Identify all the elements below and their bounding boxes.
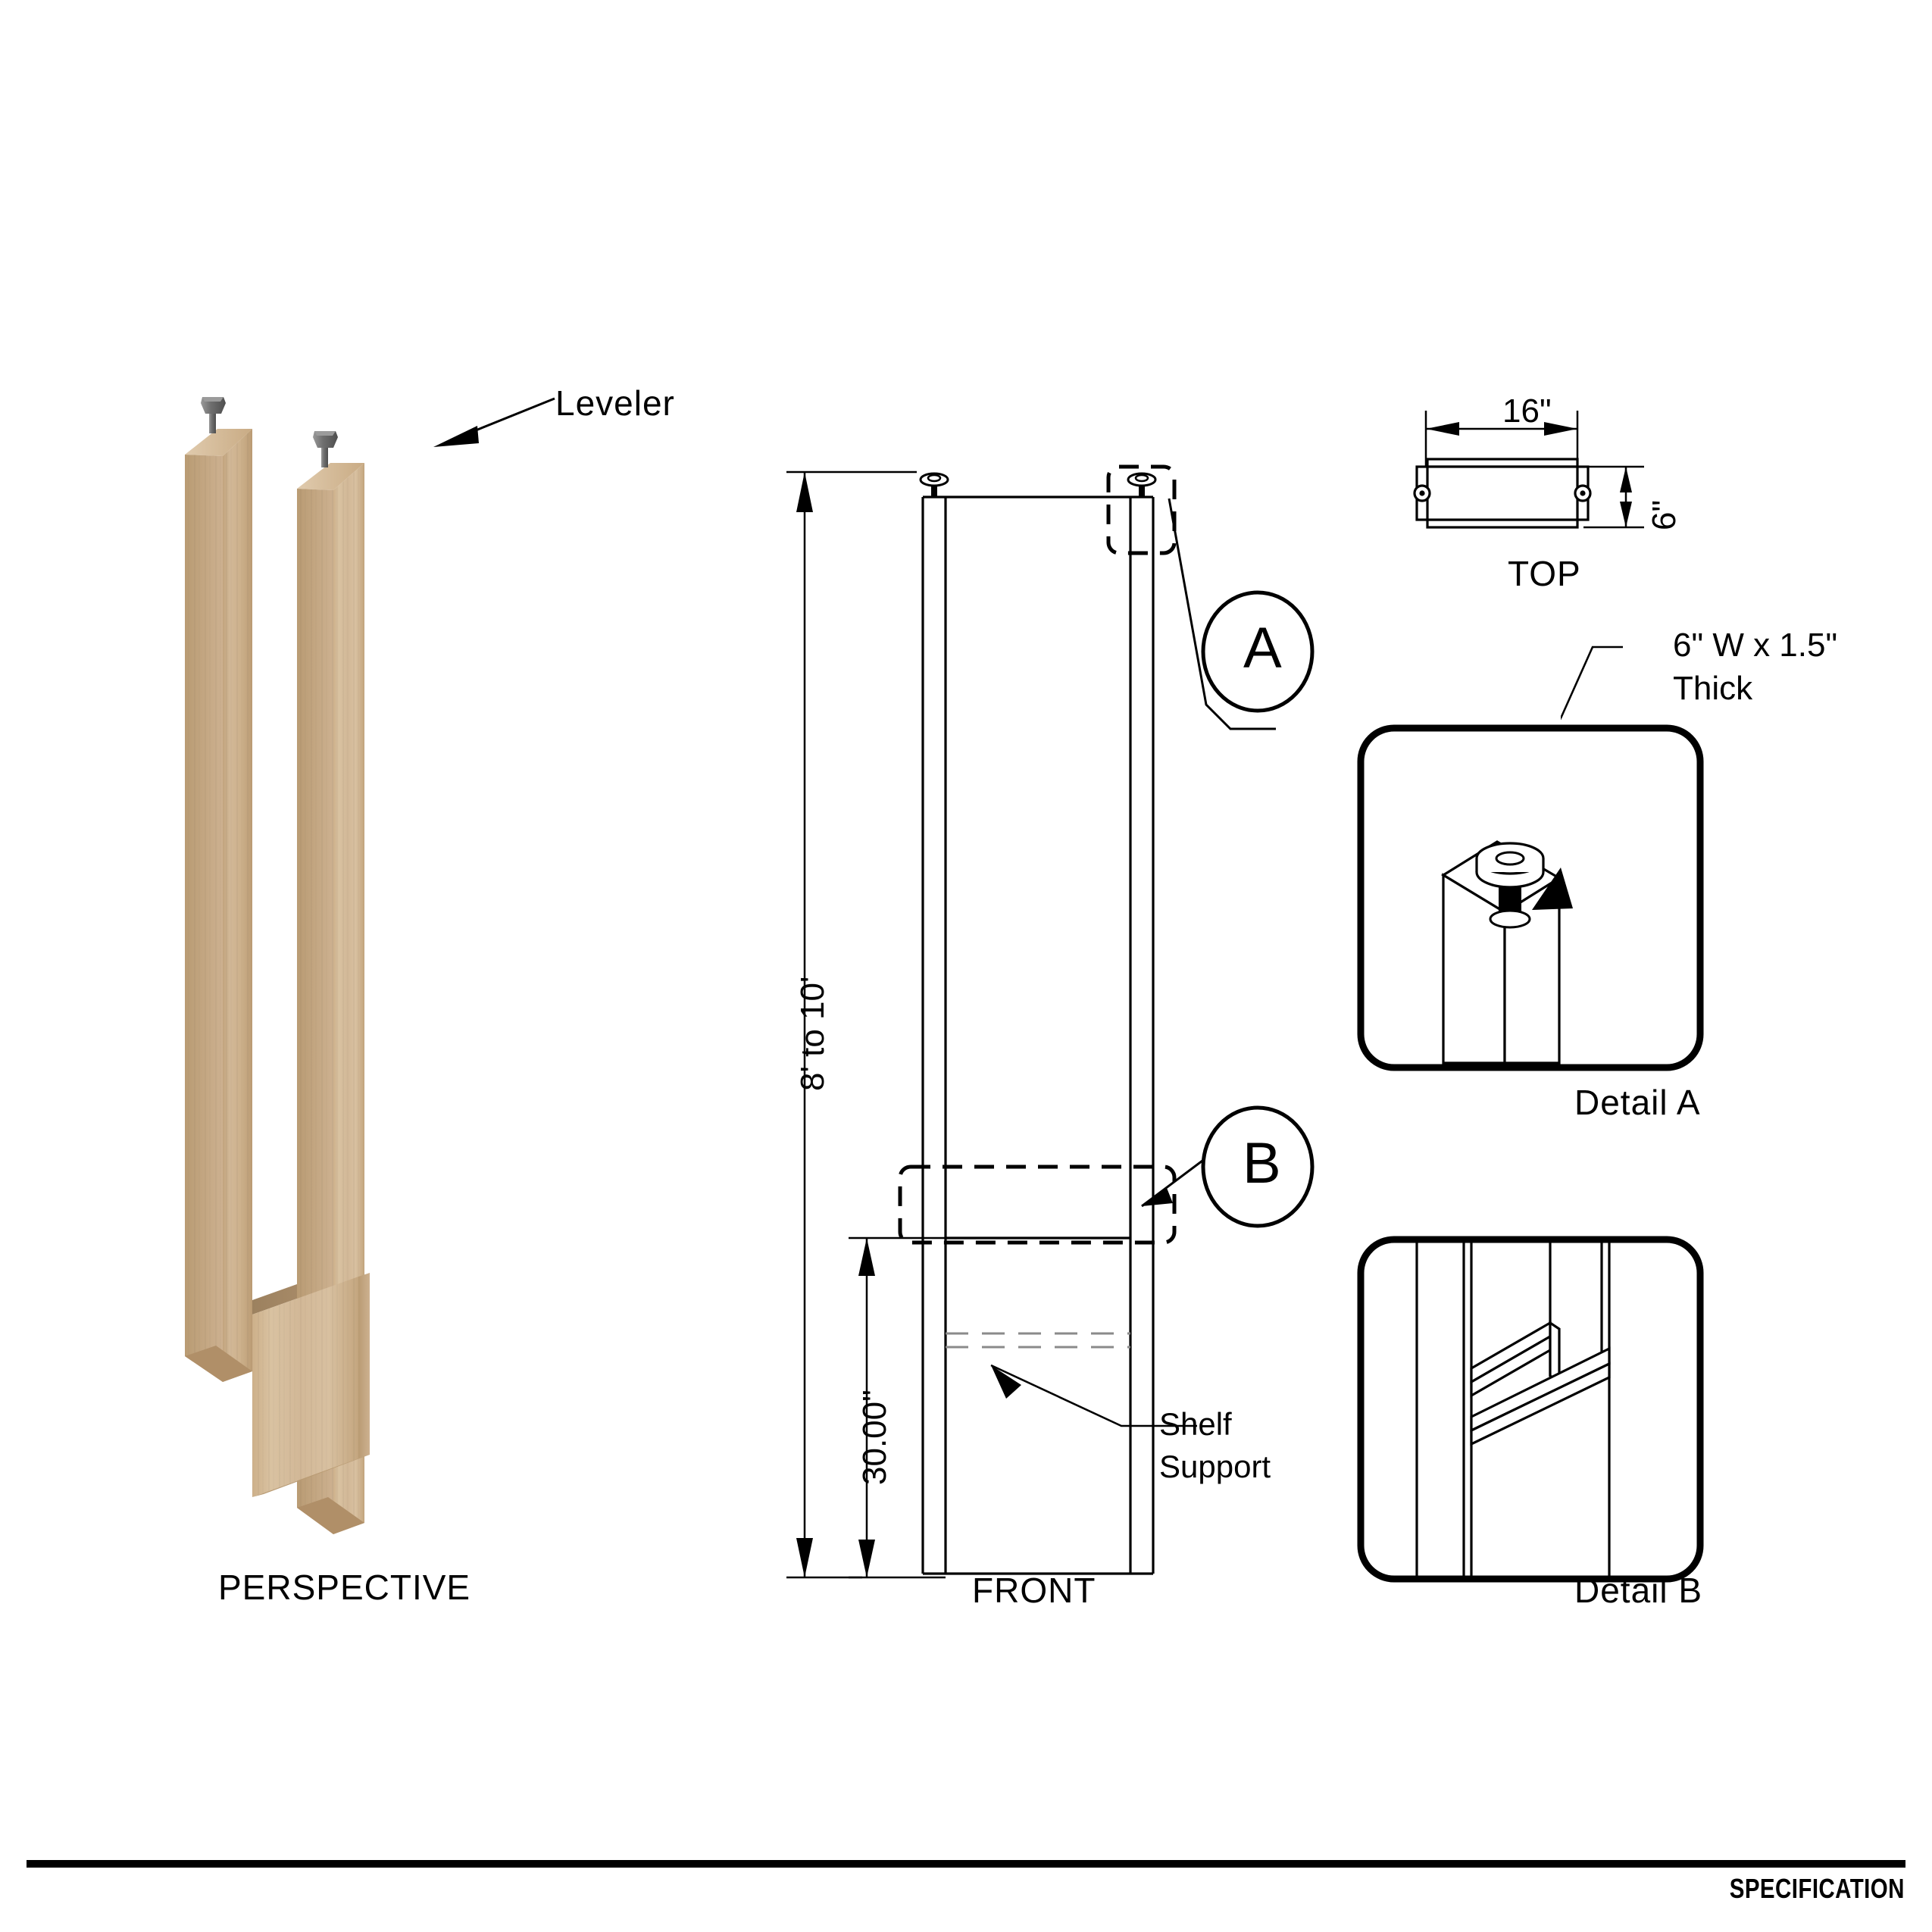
top-depth-label: 6" <box>1646 499 1683 530</box>
detail-b-view <box>1357 1236 1704 1583</box>
top-view <box>1413 411 1644 529</box>
callout-a-bubble <box>1201 590 1315 713</box>
shelf-support-label-line1: Shelf <box>1159 1406 1232 1442</box>
leveler-screw-icon <box>201 397 226 433</box>
footer-label: SPECIFICATION <box>1729 1873 1905 1904</box>
shelf-support-lines <box>946 1332 1130 1349</box>
leveler-screw-icon-2 <box>313 431 338 467</box>
shelf-height-dimension <box>849 1236 946 1579</box>
perspective-left-post <box>185 397 252 1382</box>
top-view-title: TOP <box>1508 554 1581 593</box>
shelf-support-leader <box>990 1364 1197 1427</box>
front-leveler-screws <box>919 472 1157 497</box>
leveler-label: Leveler <box>555 383 675 423</box>
height-dimension-label: 8' to 10' <box>794 976 831 1091</box>
callout-b-label: B <box>1243 1131 1281 1196</box>
front-post-outlines <box>921 496 1155 1575</box>
shelf-height-dimension-label: 30.00" <box>856 1390 893 1485</box>
panel-spec-label-line2: Thick <box>1673 670 1753 707</box>
front-view-title: FRONT <box>972 1571 1096 1610</box>
detail-a-title: Detail A <box>1574 1083 1701 1122</box>
detail-a-leader <box>1168 498 1276 730</box>
detail-b-riser <box>1549 1321 1561 1383</box>
panel-spec-leader <box>1561 646 1623 721</box>
detail-b-box <box>898 1165 1177 1245</box>
detail-a-leveler-icon <box>1475 842 1545 929</box>
panel-spec-label-line1: 6" W x 1.5" <box>1673 627 1838 664</box>
perspective-base-slab <box>252 1273 370 1497</box>
top-width-label: 16" <box>1502 392 1552 430</box>
perspective-left-post-bottom <box>185 1346 252 1382</box>
perspective-right-post-bottom <box>297 1497 364 1534</box>
detail-b-cleat-lower <box>1470 1346 1611 1446</box>
perspective-view <box>185 397 370 1534</box>
top-leveler-circles <box>1413 484 1592 502</box>
detail-a-view <box>1357 724 1704 1071</box>
perspective-right-post <box>252 431 364 1534</box>
callout-b-bubble <box>1201 1105 1315 1228</box>
detail-a-arrowhead <box>1532 868 1573 910</box>
detail-a-box <box>1106 464 1177 555</box>
footer-rule <box>27 1860 1905 1868</box>
detail-b-title: Detail B <box>1574 1571 1703 1610</box>
top-width-dimension <box>1424 411 1579 468</box>
top-depth-dimension <box>1577 465 1644 529</box>
height-dimension <box>786 470 917 1579</box>
shelf-support-label-line2: Support <box>1159 1449 1271 1484</box>
leveler-leader <box>433 397 555 447</box>
perspective-view-title: PERSPECTIVE <box>218 1568 471 1607</box>
callout-a-label: A <box>1243 616 1282 680</box>
